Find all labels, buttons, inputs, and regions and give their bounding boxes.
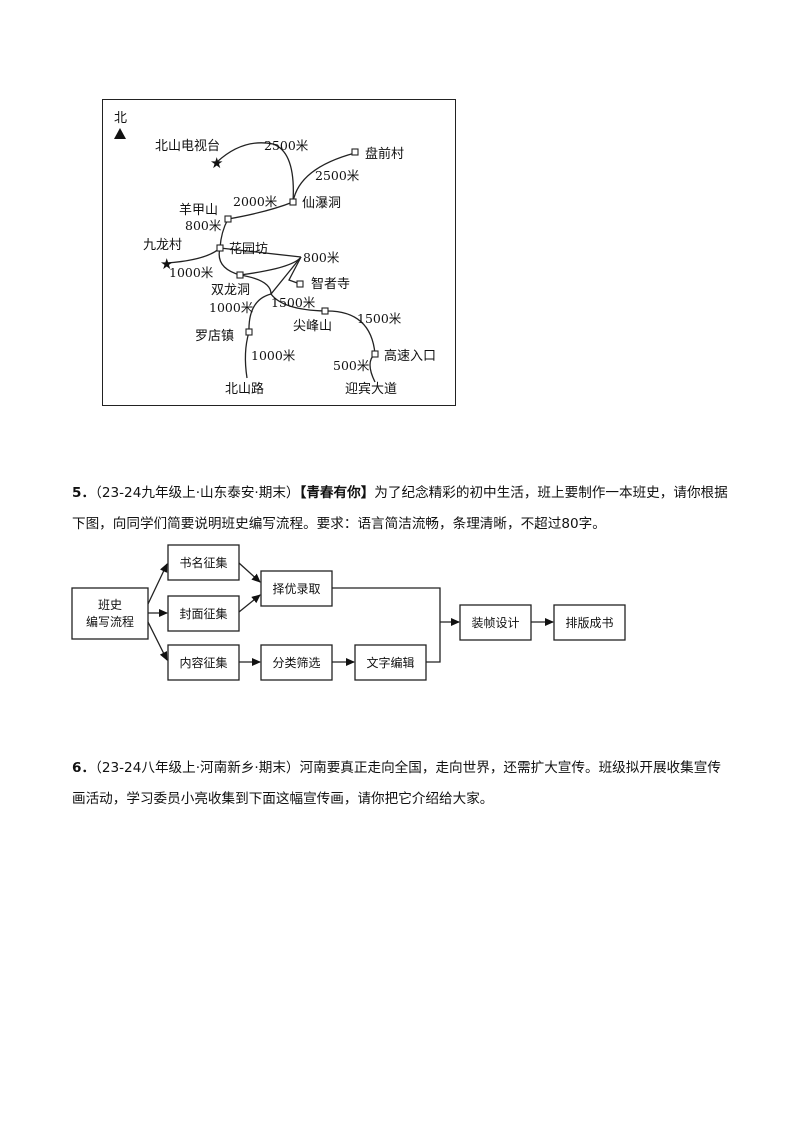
road-huayuan-fork <box>219 247 302 258</box>
flow-cover: 封面征集 <box>179 606 227 621</box>
distance-gaosu-yingbin: 500米 <box>333 358 370 373</box>
north-arrow-icon <box>114 128 126 139</box>
distance-shuanglong-luodian: 1000米 <box>209 300 254 315</box>
question-text: 河南要真正走向全国，走向世界，还需扩大宣传。班级拟开展收集宣传画活动，学习委员小… <box>72 760 721 807</box>
place-yingbin: 迎宾大道 <box>345 381 397 397</box>
road-xianpu-yangjia <box>227 201 294 220</box>
place-luodian: 罗店镇 <box>195 329 234 344</box>
star-icon-jiulong: ★ <box>160 255 173 273</box>
flow-classify: 分类筛选 <box>272 655 320 670</box>
place-tv-tower: 北山电视台 <box>155 139 220 154</box>
flow-arrow-start-book <box>147 563 168 605</box>
north-label: 北 <box>114 111 127 126</box>
flow-box-select <box>260 570 333 607</box>
question-6: 6．（23-24八年级上·河南新乡·期末）河南要真正走向全国，走向世界，还需扩大… <box>72 753 728 815</box>
node-jianfeng <box>321 307 329 315</box>
route-map: 北 ★ ★ 北山电视台 盘前村 仙瀑洞 羊甲山 <box>102 99 456 406</box>
road-fork-zhizhe <box>288 256 302 285</box>
flow-binding: 装帧设计 <box>471 616 519 630</box>
flow-select: 择优录取 <box>272 582 320 596</box>
flow-box-typeset <box>553 604 626 641</box>
flow-box-classify <box>260 644 333 681</box>
place-yangjia: 羊甲山 <box>179 202 218 218</box>
distance-yangjia-xianpu: 2000米 <box>233 194 278 209</box>
node-panqian <box>351 148 359 156</box>
flow-start-line1: 班史 <box>98 598 122 612</box>
flow-box-start <box>71 587 149 640</box>
road-tv-xianpu <box>216 142 294 203</box>
flow-start-line2: 编写流程 <box>86 614 134 629</box>
flow-book-name: 书名征集 <box>179 555 227 570</box>
flow-arrow-start-content <box>147 621 168 661</box>
distance-luodian-beishan: 1000米 <box>251 348 296 363</box>
node-huayuan <box>216 244 224 252</box>
flow-content: 内容征集 <box>179 655 227 670</box>
road-jianfeng-gaosu <box>324 310 376 355</box>
flow-edit: 文字编辑 <box>366 655 414 670</box>
distance-jianfeng-gaosu: 1500米 <box>357 311 402 326</box>
question-source: （23-24九年级上·山东泰安·期末） <box>95 485 300 501</box>
place-panqian: 盘前村 <box>365 146 404 162</box>
flow-arrow-cover-select <box>238 594 261 613</box>
question-text: 为了纪念精彩的初中生活，班上要制作一本班史，请你根据下图，向同学们简要说明班史编… <box>72 485 728 532</box>
place-huayuan: 花园坊 <box>229 241 268 257</box>
distance-yangjia-huayuan: 800米 <box>185 218 222 233</box>
route-map-canvas: 北 ★ ★ 北山电视台 盘前村 仙瀑洞 羊甲山 <box>114 111 436 397</box>
flow-box-book-name <box>167 544 240 581</box>
node-yangjia <box>224 215 232 223</box>
place-gaosu: 高速入口 <box>384 348 436 364</box>
node-gaosu <box>371 350 379 358</box>
question-number: 5． <box>72 485 96 501</box>
flow-typeset: 排版成书 <box>565 616 613 630</box>
node-luodian <box>245 328 253 336</box>
place-shuanglong: 双龙洞 <box>211 283 250 298</box>
road-panqian-xianpu <box>292 152 356 203</box>
flow-box-cover <box>167 595 240 632</box>
distance-panqian-xianpu: 2500米 <box>315 168 360 183</box>
distance-jianfeng-shuanglong: 1500米 <box>271 295 316 310</box>
distance-jiulong: 1000米 <box>169 265 214 280</box>
road-fork-luodian <box>248 256 302 333</box>
place-jianfeng: 尖峰山 <box>293 319 332 334</box>
question-tag: 【青春有你】 <box>299 485 375 501</box>
question-source: （23-24八年级上·河南新乡·期末） <box>95 760 300 776</box>
road-mid-jianfeng <box>270 293 326 312</box>
node-shuanglong <box>236 271 244 279</box>
place-xianpu: 仙瀑洞 <box>302 196 341 211</box>
road-shuanglong-b <box>239 274 272 295</box>
node-zhizhe <box>296 280 304 288</box>
flow-box-content <box>167 644 240 681</box>
flow-arrow-book-select <box>238 562 261 583</box>
flow-merge-line <box>332 587 441 663</box>
place-beishanlu: 北山路 <box>225 381 264 397</box>
distance-zhizhe: 800米 <box>303 250 340 265</box>
place-zhizhe: 智者寺 <box>311 277 350 292</box>
node-xianpu <box>289 198 297 206</box>
question-5: 5．（23-24九年级上·山东泰安·期末）【青春有你】为了纪念精彩的初中生活，班… <box>72 478 728 540</box>
place-jiulong: 九龙村 <box>143 238 182 253</box>
flow-box-binding <box>459 604 532 641</box>
star-icon-tv: ★ <box>210 154 223 172</box>
question-number: 6． <box>72 760 96 776</box>
distance-tv-xianpu: 2500米 <box>264 138 309 153</box>
